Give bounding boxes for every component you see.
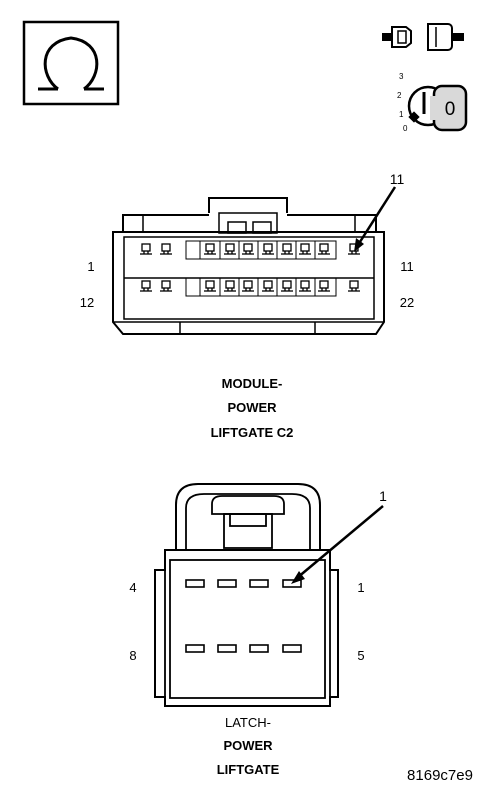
- c2-pin-12-label: 12: [80, 295, 94, 310]
- c2-cavity: [140, 243, 152, 255]
- latch-connector: [154, 483, 339, 707]
- latch-cavity: [185, 579, 205, 588]
- c2-cavity: [281, 280, 293, 292]
- c2-cavity: [348, 280, 360, 292]
- latch-cavity: [217, 579, 237, 588]
- latch-pin-5-label: 5: [357, 648, 364, 663]
- latch-pin-8-label: 8: [129, 648, 136, 663]
- c2-cavity: [318, 280, 330, 292]
- c2-cavity: [318, 243, 330, 255]
- c2-caption-line-1: MODULE-: [222, 376, 283, 391]
- c2-cavity: [140, 280, 152, 292]
- c2-callout-label: 11: [390, 171, 405, 187]
- c2-pin-22-label: 22: [400, 295, 414, 310]
- latch-caption-line-3: LIFTGATE: [217, 762, 280, 777]
- ignition-key-icon: 3 2 1 0 0: [397, 72, 468, 133]
- c2-cavity: [224, 243, 236, 255]
- latch-caption-line-1: LATCH-: [225, 715, 271, 730]
- latch-cavity: [249, 644, 269, 653]
- c2-pin-1-label: 1: [87, 259, 94, 274]
- figure-id: 8169c7e9: [407, 767, 473, 784]
- c2-cavity-block: [185, 277, 337, 297]
- latch-callout-arrow: [291, 505, 384, 584]
- c2-cavity: [299, 243, 311, 255]
- c2-cavity: [204, 243, 216, 255]
- module-c2-cavities: [140, 240, 360, 297]
- c2-cavity: [262, 243, 274, 255]
- c2-caption-line-2: POWER: [227, 400, 277, 415]
- c2-cavity: [204, 280, 216, 292]
- c2-callout-arrow: [354, 186, 397, 252]
- c2-cavity: [299, 280, 311, 292]
- c2-cavity: [348, 243, 360, 255]
- ignition-position-2: 2: [397, 91, 402, 100]
- latch-cavity: [249, 579, 269, 588]
- latch-callout-label: 1: [379, 488, 387, 504]
- c2-caption-line-3: LIFTGATE C2: [211, 425, 294, 440]
- latch-cavities: [185, 579, 302, 653]
- c2-cavity: [160, 243, 172, 255]
- latch-cavity: [185, 644, 205, 653]
- c2-cavity: [242, 280, 254, 292]
- c2-cavity: [242, 243, 254, 255]
- ignition-key-label: 0: [445, 99, 456, 120]
- c2-cavity-block: [185, 240, 337, 260]
- c2-cavity: [224, 280, 236, 292]
- connector-disconnect-icon: [382, 23, 464, 51]
- c2-cavity: [281, 243, 293, 255]
- latch-pin-4-label: 4: [129, 580, 136, 595]
- latch-cavity: [282, 644, 302, 653]
- ignition-position-1: 1: [399, 110, 404, 119]
- c2-cavity: [160, 280, 172, 292]
- ignition-position-3: 3: [399, 72, 404, 81]
- latch-cavity: [217, 644, 237, 653]
- latch-pin-1-label: 1: [357, 580, 364, 595]
- ohm-meter-icon: [22, 20, 120, 106]
- module-c2-connector: [112, 197, 385, 335]
- ignition-position-0: 0: [403, 124, 408, 133]
- c2-pin-11-label: 11: [400, 259, 414, 274]
- c2-cavity: [262, 280, 274, 292]
- latch-cavity: [282, 579, 302, 588]
- latch-caption-line-2: POWER: [223, 738, 273, 753]
